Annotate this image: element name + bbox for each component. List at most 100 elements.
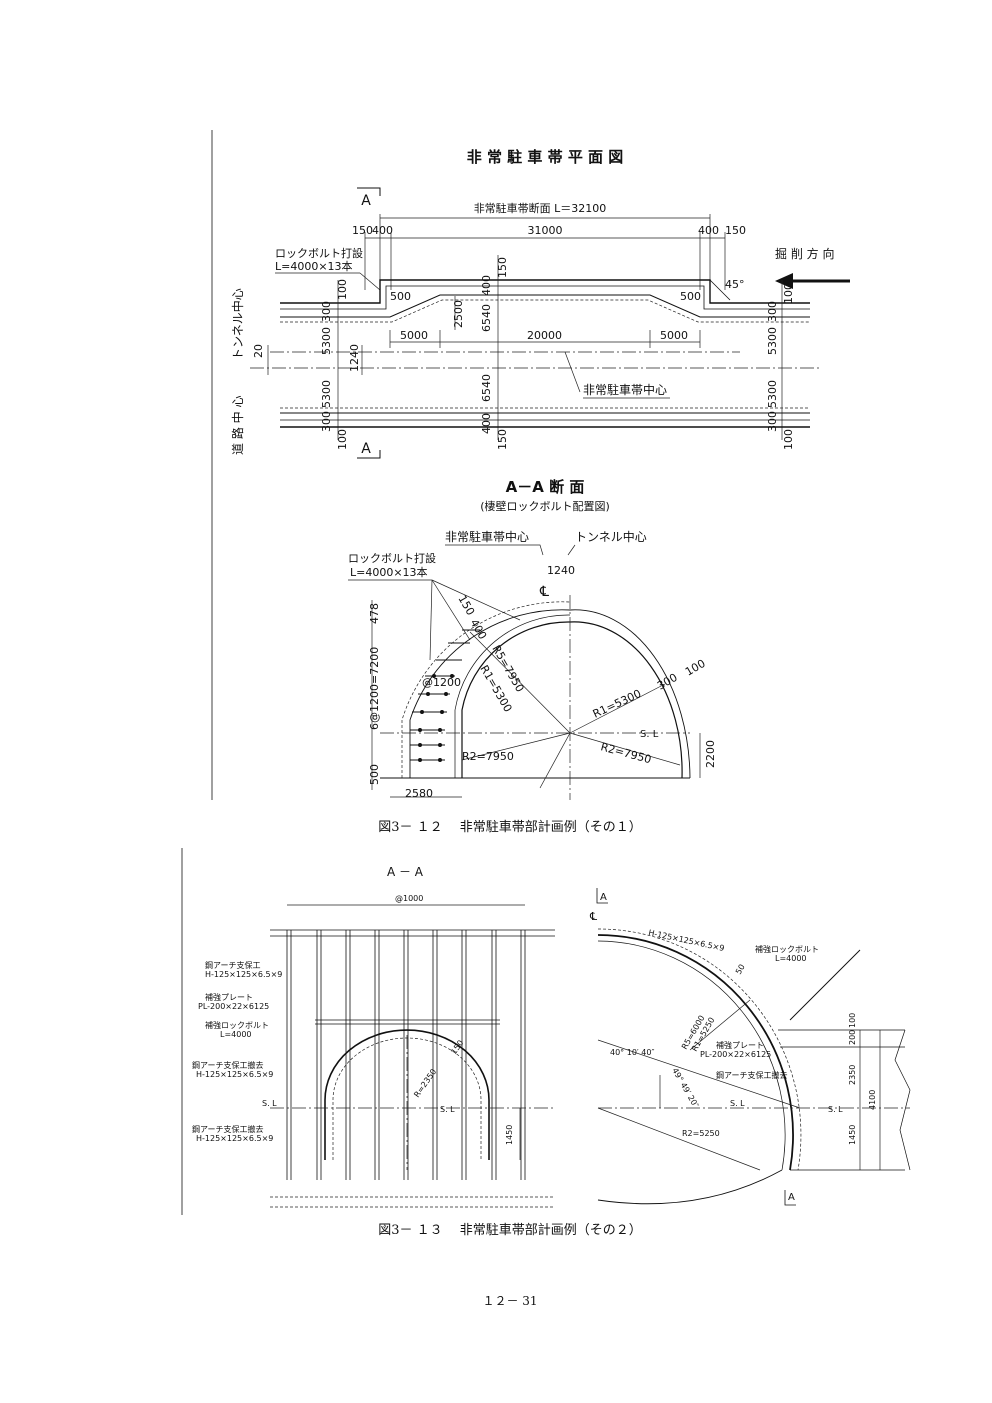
right-dim-4100: 4100: [868, 1090, 877, 1110]
dim-2200: 2200: [704, 740, 717, 768]
plan-outline-top: [280, 279, 810, 323]
section-mark-bottom: A: [357, 441, 381, 459]
r2-5250-label: R2=5250: [682, 1129, 720, 1138]
fig2-arch: [270, 1029, 555, 1170]
pitch-1000: @1000: [395, 894, 423, 903]
dim-31000: 31000: [528, 224, 563, 237]
dim-20000: 20000: [527, 329, 562, 342]
dim-5000-left: 5000: [400, 329, 428, 342]
svg-text:A: A: [788, 1192, 795, 1203]
dim-5300-tl: 5300: [320, 327, 333, 355]
plan-outline-bottom: [280, 407, 810, 428]
aa-rockbolt-spec: L=4000×13本: [350, 565, 428, 579]
right-dim-50: 50: [734, 963, 747, 976]
r2-right-label: R2=7950: [599, 740, 652, 766]
dim-6540-bottom: 6540: [480, 374, 493, 402]
dim-150-center: 150: [496, 257, 509, 278]
arch-removal-label: 鋼アーチ支保工撤去: [192, 1060, 264, 1070]
aa-dim-100: 100: [683, 657, 708, 679]
right-bolt-label: 補強ロックボルト: [755, 944, 819, 954]
excavation-direction: 掘 削 方 向: [775, 246, 834, 261]
dim-100-bl: 100: [336, 429, 349, 450]
section-mark-top: A: [357, 187, 381, 209]
plan-title: 非 常 駐 車 帯 平 面 図: [467, 148, 624, 166]
right-plate-spec: PL-200×22×6125: [700, 1050, 771, 1059]
reinforce-plate-label: 補強プレート: [205, 992, 253, 1002]
arch-removal-2-label: 鋼アーチ支保工撤去: [192, 1124, 264, 1134]
reinforce-plate-spec: PL-200×22×6125: [198, 1002, 269, 1011]
dim-1240: 1240: [348, 344, 361, 372]
dim-5000-right: 5000: [660, 329, 688, 342]
aa-dim-300: 300: [655, 671, 680, 693]
excavation-arrow-icon: [775, 273, 850, 289]
right-dim-200: 200: [848, 1030, 857, 1045]
dim-5300-br: 5300: [766, 380, 779, 408]
rockbolt-dots: [418, 674, 454, 762]
dim-1240-section: 1240: [547, 564, 575, 577]
dim-150-bottom: 150: [496, 429, 509, 450]
steel-arch-spec: H-125×125×6.5×9: [205, 970, 282, 979]
dim-2500: 2500: [452, 300, 465, 328]
svg-text:A: A: [361, 193, 371, 209]
right-removal-label: 鋼アーチ支保工撤去: [716, 1070, 788, 1080]
dim-400-center: 400: [480, 275, 493, 296]
fig2-sl-center: S. L: [440, 1105, 455, 1114]
reinforce-bolt-label: 補強ロックボルト: [205, 1020, 269, 1030]
dim-20: 20: [252, 344, 265, 358]
dim-500-right: 500: [680, 290, 701, 303]
dim-150-left: 150: [352, 224, 373, 237]
aa-tunnel-center: トンネル中心: [575, 529, 647, 544]
right-bolt-spec: L=4000: [775, 954, 807, 963]
angle-45: 45°: [725, 278, 745, 291]
steel-arch-label: 鋼アーチ支保工: [205, 960, 261, 970]
dim-478: 478: [368, 603, 381, 624]
dim-400-left: 400: [372, 224, 393, 237]
dim-500-section: 500: [368, 764, 381, 785]
dim-2580: 2580: [405, 787, 433, 800]
dim-extension-lines: [364, 214, 726, 290]
r2-left-label: R2=7950: [462, 750, 514, 763]
rockbolt-label: ロックボルト打設: [275, 246, 363, 260]
dim-100-br: 100: [782, 429, 795, 450]
angle1-label: 40° 10′ 40″: [610, 1048, 654, 1057]
centerline-mark: ℄: [539, 584, 549, 600]
section-length-label: 非常駐車帯断面 L＝32100: [474, 201, 607, 215]
caption-fig2: 図3－ １３ 非常駐車帯部計画例（その２）: [378, 1222, 642, 1238]
dim-5300-bl: 5300: [320, 380, 333, 408]
fig2-aa-label: A － A: [387, 865, 424, 879]
aa-section-title: A－A 断 面: [506, 478, 585, 496]
dim-100-tl: 100: [336, 279, 349, 300]
right-dim-2350: 2350: [848, 1065, 857, 1085]
fig2-right-section-mark-top: A: [596, 888, 608, 904]
right-sl-1: S. L: [730, 1099, 745, 1108]
fig2-centerline-mark: ℄: [589, 910, 597, 923]
right-dim-1450: 1450: [848, 1125, 857, 1145]
arch-removal-spec: H-125×125×6.5×9: [196, 1070, 273, 1079]
dim-6540-top: 6540: [480, 304, 493, 332]
caption-fig1: 図3－ １２ 非常駐車帯部計画例（その１）: [378, 819, 642, 835]
aa-section-arches: [380, 595, 691, 800]
dim-400-bottom: 400: [480, 413, 493, 434]
r2350-label: R=2350: [412, 1067, 438, 1099]
road-center-label: 道 路 中 心: [230, 396, 245, 455]
fig2-sl-left: S. L: [262, 1099, 277, 1108]
aa-dim-150: 150: [455, 593, 477, 618]
aa-rockbolt-label: ロックボルト打設: [348, 551, 436, 565]
fig2-dim-1450: 1450: [505, 1125, 514, 1145]
dim-400-right: 400: [698, 224, 719, 237]
dim-5300-tr: 5300: [766, 327, 779, 355]
parking-center-label: 非常駐車帯中心: [583, 382, 667, 397]
dim-100-tr: 100: [782, 283, 795, 304]
arch-removal-2-spec: H-125×125×6.5×9: [196, 1134, 273, 1143]
page-number: １２－ 31: [482, 1294, 537, 1308]
dim-300-tr: 300: [766, 301, 779, 322]
dim-150-right: 150: [725, 224, 746, 237]
dim-500-left: 500: [390, 290, 411, 303]
steel-arch-columns: [286, 930, 526, 1180]
r1-right-label: R1=5300: [591, 687, 643, 721]
svg-text:A: A: [600, 892, 607, 903]
reinforce-bolt-spec: L=4000: [220, 1030, 252, 1039]
fig2-right-section-mark-bottom: A: [784, 1190, 796, 1206]
